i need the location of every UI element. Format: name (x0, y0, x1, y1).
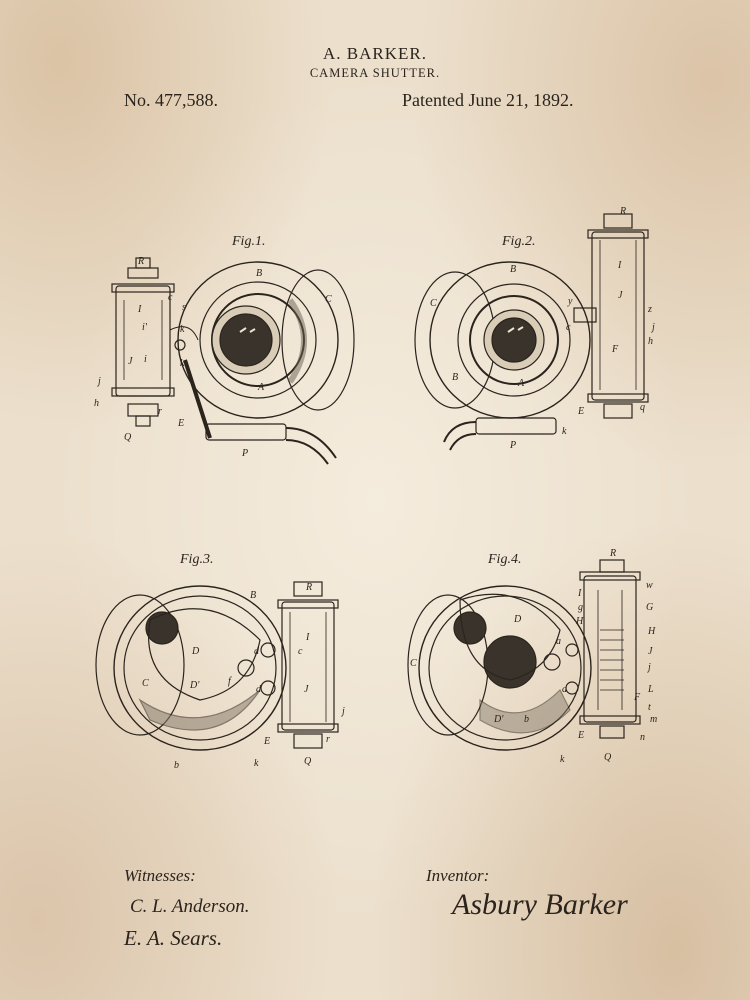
fig3-label: c (298, 646, 303, 657)
fig2-label: A (517, 378, 525, 389)
fig1-labels: R B c s C I i' k k J i j h A r E Q P (94, 256, 332, 459)
fig1-label: I (137, 304, 142, 315)
fig1-label: k (180, 358, 185, 369)
fig4-label: D (513, 614, 522, 625)
fig1-label: P (241, 448, 248, 459)
fig1-label: C (325, 294, 332, 305)
fig3-label: d (256, 684, 262, 695)
fig3-label: b (174, 760, 179, 771)
fig2-label: k (562, 426, 567, 437)
fig2-label: j (650, 322, 655, 333)
fig4-label: E (577, 730, 584, 741)
fig4-drawing (407, 559, 641, 751)
fig3-label: R (305, 582, 312, 593)
patent-date: Patented June 21, 1892. (402, 90, 574, 110)
fig4-label: j (646, 662, 651, 673)
fig4-label: G (646, 602, 653, 613)
fig3-label: J (304, 684, 309, 695)
fig1-label: A (257, 382, 265, 393)
fig1-label: E (177, 418, 184, 429)
patent-title: CAMERA SHUTTER. (309, 66, 441, 80)
fig2-label: R (619, 206, 626, 217)
fig4-label: k (560, 754, 565, 765)
fig4-label: m (650, 714, 657, 725)
fig4-label: a (562, 684, 567, 695)
witnesses-heading: Witnesses: (124, 866, 196, 885)
fig1-label: h (94, 398, 99, 409)
fig4-labels: R w I g G H H D J a C j L F a t m D' b E… (410, 548, 657, 765)
fig3-caption: Fig.3. (180, 552, 214, 567)
fig2-label: I (617, 260, 622, 271)
witness-signature-1: C. L. Anderson. (130, 896, 250, 917)
fig2-label: y (567, 296, 573, 307)
fig1-label: R (137, 256, 144, 267)
fig4-label: n (640, 732, 645, 743)
fig2-label: E (577, 406, 584, 417)
fig2-label: C (430, 298, 437, 309)
fig1-label: B (256, 268, 262, 279)
fig2-labels: R B I J C y z c j h F B A E k q P (430, 206, 655, 451)
fig2-label: B (510, 264, 516, 275)
fig4-label: Q (604, 752, 612, 763)
fig4-label: H (575, 616, 584, 627)
fig4-label: C (410, 658, 417, 669)
fig4-label: g (578, 602, 583, 613)
fig4-label: R (609, 548, 616, 559)
fig1-caption: Fig.1. (232, 234, 266, 249)
fig1-label: i (144, 354, 147, 365)
fig3-label: k (254, 758, 259, 769)
fig1-label: s (182, 302, 186, 313)
inventor-name-heading: A. BARKER. (323, 44, 427, 63)
fig1-label: k (180, 324, 185, 335)
fig2-label: P (509, 440, 516, 451)
fig2-drawing (414, 213, 649, 451)
fig3-label: f (228, 676, 232, 687)
fig1-drawing (111, 257, 355, 465)
fig4-label: t (648, 702, 651, 713)
fig2-caption: Fig.2. (502, 234, 536, 249)
fig3-label: B (250, 590, 256, 601)
fig3-label: E (263, 736, 270, 747)
fig4-label: I (577, 588, 582, 599)
fig4-label: H (647, 626, 656, 637)
fig4-caption: Fig.4. (488, 552, 522, 567)
patent-number: No. 477,588. (124, 90, 218, 110)
fig4-label: F (633, 692, 641, 703)
fig3-label: D' (189, 680, 200, 691)
fig2-label: c (566, 322, 571, 333)
fig2-label: J (618, 290, 623, 301)
fig1-label: i' (142, 322, 148, 333)
fig2-label: q (640, 402, 645, 413)
fig3-label: I (305, 632, 310, 643)
fig1-label: c (168, 292, 173, 303)
fig3-label: d (254, 646, 260, 657)
fig3-label: D (191, 646, 200, 657)
fig2-label: B (452, 372, 458, 383)
fig2-label: h (648, 336, 653, 347)
fig2-label: F (611, 344, 619, 355)
fig3-labels: B R I c D d C D' f J d j b E r k Q (142, 582, 345, 771)
fig3-drawing (95, 581, 339, 751)
fig1-label: j (96, 376, 101, 387)
fig3-label: j (340, 706, 345, 717)
fig4-label: L (647, 684, 654, 695)
inventor-signature: Asbury Barker (452, 888, 628, 921)
fig4-label: J (648, 646, 653, 657)
inventor-heading: Inventor: (426, 866, 490, 885)
fig3-label: Q (304, 756, 312, 767)
fig4-label: D' (493, 714, 504, 725)
witness-signature-2: E. A. Sears. (124, 926, 223, 950)
fig4-label: a (556, 636, 561, 647)
fig3-label: r (326, 734, 330, 745)
fig3-label: C (142, 678, 149, 689)
fig2-label: z (647, 304, 652, 315)
fig4-label: b (524, 714, 529, 725)
fig1-label: J (128, 356, 133, 367)
fig1-label: r (158, 406, 162, 417)
fig1-label: Q (124, 432, 132, 443)
fig4-label: w (646, 580, 653, 591)
